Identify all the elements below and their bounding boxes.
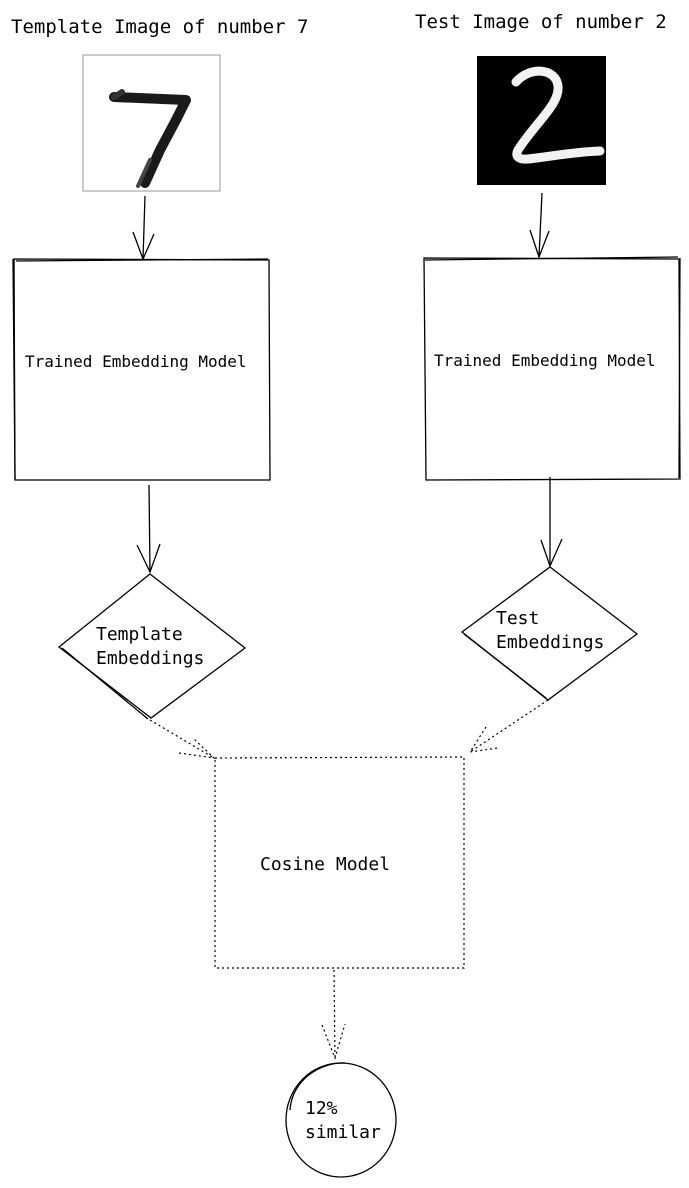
- arrow-model-to-template-embeddings: [136, 484, 161, 574]
- arrow-model-to-test-embeddings: [540, 477, 563, 568]
- template-embeddings-diamond: [57, 573, 247, 720]
- test-model-label: Trained Embedding Model: [434, 351, 656, 370]
- cosine-model-box: [214, 756, 465, 969]
- template-embeddings-label: Template Embeddings: [96, 623, 204, 671]
- template-digit-image: [82, 54, 221, 192]
- dotted-arrow-cosine-to-result: [321, 969, 346, 1060]
- dotted-arrow-template-to-cosine: [149, 719, 216, 759]
- test-image-title: Test Image of number 2: [415, 11, 667, 33]
- test-model-box: [423, 256, 681, 481]
- result-percent: 12%: [305, 1098, 338, 1119]
- template-model-label: Trained Embedding Model: [25, 352, 247, 371]
- template-embeddings-line1: Template: [96, 624, 183, 645]
- template-embeddings-line2: Embeddings: [96, 648, 205, 669]
- template-image-title: Template Image of number 7: [11, 16, 309, 38]
- result-label: 12% similar: [305, 1097, 381, 1145]
- cosine-model-label: Cosine Model: [260, 854, 391, 875]
- arrow-test-to-model: [529, 192, 550, 259]
- arrow-template-to-model: [132, 195, 155, 261]
- result-similar-text: similar: [305, 1122, 381, 1143]
- test-embeddings-line2: Embeddings: [496, 632, 605, 653]
- template-model-box: [12, 258, 271, 481]
- test-embeddings-label: Test Embeddings: [496, 607, 604, 655]
- test-digit-image: [477, 56, 606, 185]
- result-circle: [285, 1062, 397, 1178]
- dotted-arrow-test-to-cosine: [468, 699, 549, 753]
- test-embeddings-line1: Test: [496, 608, 540, 629]
